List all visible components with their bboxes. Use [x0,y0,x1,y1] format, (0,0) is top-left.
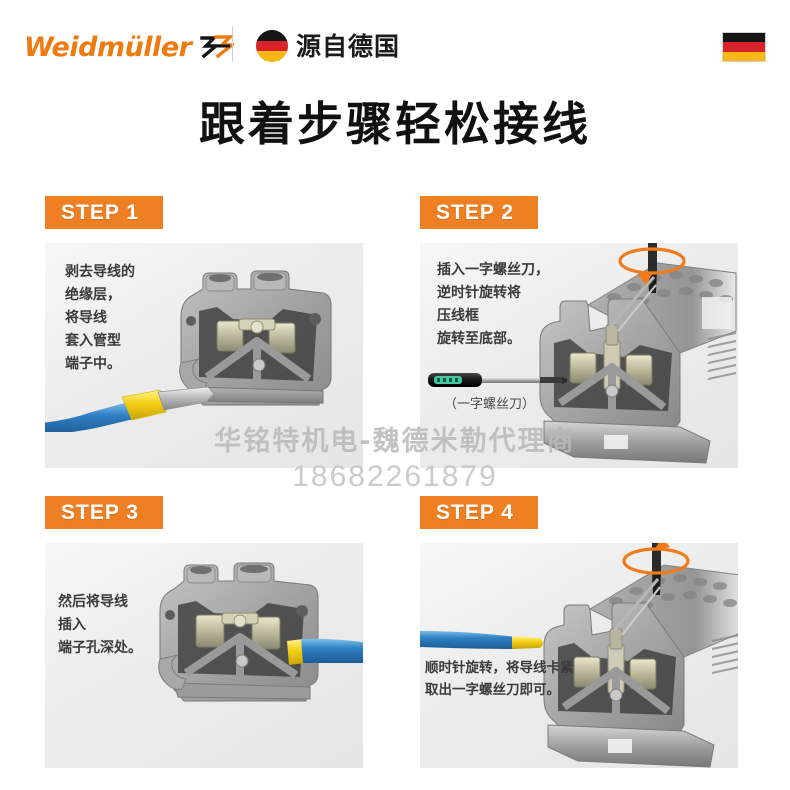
step-1-text: 剥去导线的 绝缘层， 将导线 套入管型 端子中。 [65,264,135,372]
german-flag-icon [722,32,766,62]
brand-logo[interactable]: Weidmüller [24,30,235,64]
blue-wire-clamped [420,619,564,660]
header-slogan: 源自德国 [296,32,401,61]
step-badge-1: STEP 1 [45,196,163,229]
weidmuller-logo-mark-icon [200,34,235,60]
header-divider [232,26,233,62]
counter-clockwise-rotation-arrow-icon [618,247,686,285]
step-badge-3-label: STEP 3 [61,501,139,524]
blue-wire-with-yellow-ferrule [45,386,245,437]
step-panel-2: 插入一字螺丝刀， 逆时针旋转将 压线框 旋转至底部。 （一字螺丝刀） [420,243,738,468]
blue-wire-inserted [285,631,363,678]
step-badge-2: STEP 2 [420,196,538,229]
step-badge-1-label: STEP 1 [61,201,139,224]
clockwise-rotation-arrow-icon [622,543,690,575]
step-2-text: 插入一字螺丝刀， 逆时针旋转将 压线框 旋转至底部。 [437,262,549,347]
step-4-text: 顺时针旋转，将导线卡紧 取出一字螺丝刀即可。 [425,660,574,698]
terminal-block-photo-step4 [538,543,738,768]
terminal-block-photo-step2 [530,243,738,468]
step-badge-3: STEP 3 [45,496,163,529]
german-flag-circle-icon [256,30,288,62]
terminal-block-photo-step1 [173,259,358,424]
step-panel-3: 然后将导线 插入 端子孔深处。 [45,543,363,768]
step-panel-4: 顺时针旋转，将导线卡紧 取出一字螺丝刀即可。 [420,543,738,768]
step-2-caption: （一字螺丝刀） [444,397,536,412]
flathead-screwdriver-illustration [428,367,568,398]
step-badge-4: STEP 4 [420,496,538,529]
step-panel-1: 剥去导线的 绝缘层， 将导线 套入管型 端子中。 [45,243,363,468]
step-3-text: 然后将导线 插入 端子孔深处。 [58,594,142,656]
terminal-block-photo-step3 [150,549,350,729]
brand-name: Weidmüller [24,31,192,63]
step-badge-2-label: STEP 2 [436,201,514,224]
page-title: 跟着步骤轻松接线 [199,97,591,151]
site-header: Weidmüller 源自德国 [0,0,790,88]
step-badge-4-label: STEP 4 [436,501,514,524]
